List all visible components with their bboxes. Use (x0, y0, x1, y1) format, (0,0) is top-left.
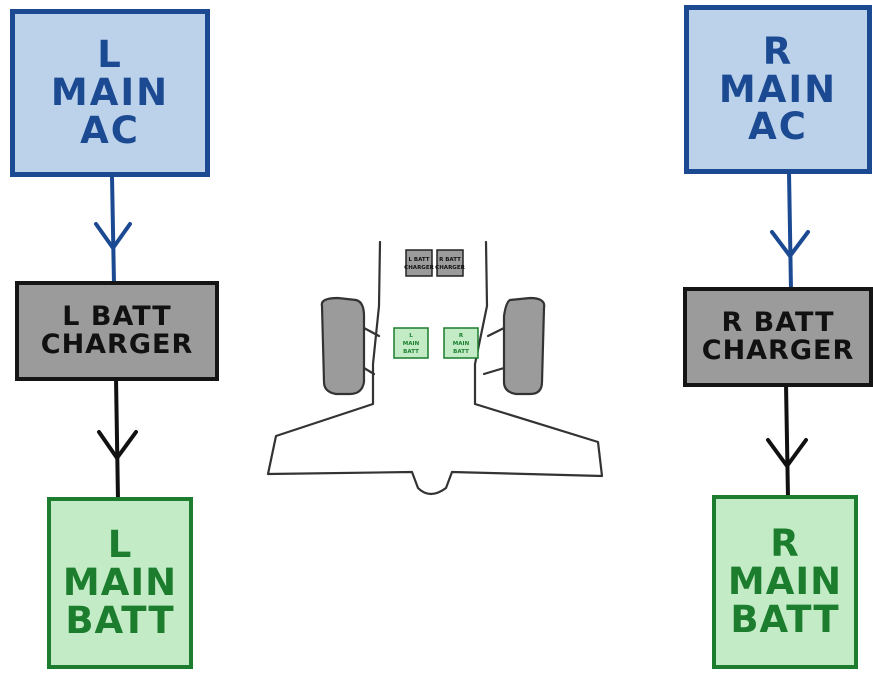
mini-r-batt-line1: R (459, 333, 464, 339)
r-main-ac-box: R MAIN AC (684, 5, 872, 174)
arrow-r-ac-to-charger-icon (770, 230, 810, 258)
arrow-r-charger-to-batt-icon (766, 438, 808, 468)
r-batt-charger-line2: CHARGER (701, 335, 855, 366)
r-main-ac-line1: R (762, 29, 794, 73)
mini-r-batt (443, 327, 479, 359)
mini-r-batt-line2: MAIN (453, 341, 470, 347)
mini-l-batt (393, 327, 429, 359)
l-batt-charger-box: L BATT CHARGER (15, 281, 219, 381)
r-batt-charger-box: R BATT CHARGER (683, 287, 873, 387)
l-main-batt-line1: L (107, 523, 133, 567)
mini-l-batt-line3: BATT (403, 349, 419, 355)
r-main-ac-line3: AC (748, 105, 808, 149)
mini-l-batt-line2: MAIN (403, 341, 420, 347)
r-batt-charger-line1: R BATT (721, 307, 835, 339)
mini-l-batt-line1: L (409, 333, 413, 339)
mini-r-charger (436, 249, 464, 277)
r-main-batt-line1: R (770, 522, 800, 566)
l-main-batt-line2: MAIN (62, 561, 178, 605)
l-main-batt-line3: BATT (65, 598, 175, 642)
arrow-l-charger-to-batt-icon (97, 430, 138, 460)
l-main-ac-line2: MAIN (50, 71, 170, 115)
fuselage-left-wall (371, 240, 382, 406)
aircraft-topview-icon: L BATT CHARGER R BATT CHARGER L MAIN BAT… (266, 240, 604, 496)
wire-l-ac-to-charger (110, 174, 116, 286)
left-engine (320, 296, 366, 396)
l-main-ac-line3: AC (80, 108, 140, 152)
l-batt-charger-line2: CHARGER (40, 329, 194, 360)
l-main-batt-box: L MAIN BATT (47, 497, 193, 669)
right-pylon (482, 326, 506, 376)
r-main-batt-line3: BATT (730, 597, 840, 641)
wing-outline (266, 402, 604, 496)
mini-l-charger-line2: CHARGER (404, 265, 434, 271)
right-engine (502, 296, 546, 396)
mini-r-batt-line3: BATT (453, 349, 469, 355)
mini-l-charger (405, 249, 433, 277)
r-main-ac-line2: MAIN (718, 67, 838, 111)
mini-l-charger-line1: L BATT (408, 257, 429, 263)
wire-l-charger-to-batt (114, 376, 120, 502)
arrow-l-ac-to-charger-icon (94, 222, 132, 250)
mini-r-charger-line2: CHARGER (435, 265, 465, 271)
r-main-batt-line2: MAIN (727, 560, 843, 604)
left-pylon (362, 326, 381, 376)
l-main-ac-line1: L (97, 33, 123, 77)
r-main-batt-box: R MAIN BATT (712, 495, 858, 669)
l-batt-charger-line1: L BATT (62, 301, 172, 333)
fuselage-right-wall (473, 240, 489, 406)
l-main-ac-box: L MAIN AC (10, 9, 210, 177)
mini-r-charger-line1: R BATT (439, 257, 461, 263)
wire-r-charger-to-batt (784, 382, 790, 500)
wire-r-ac-to-charger (787, 170, 793, 292)
